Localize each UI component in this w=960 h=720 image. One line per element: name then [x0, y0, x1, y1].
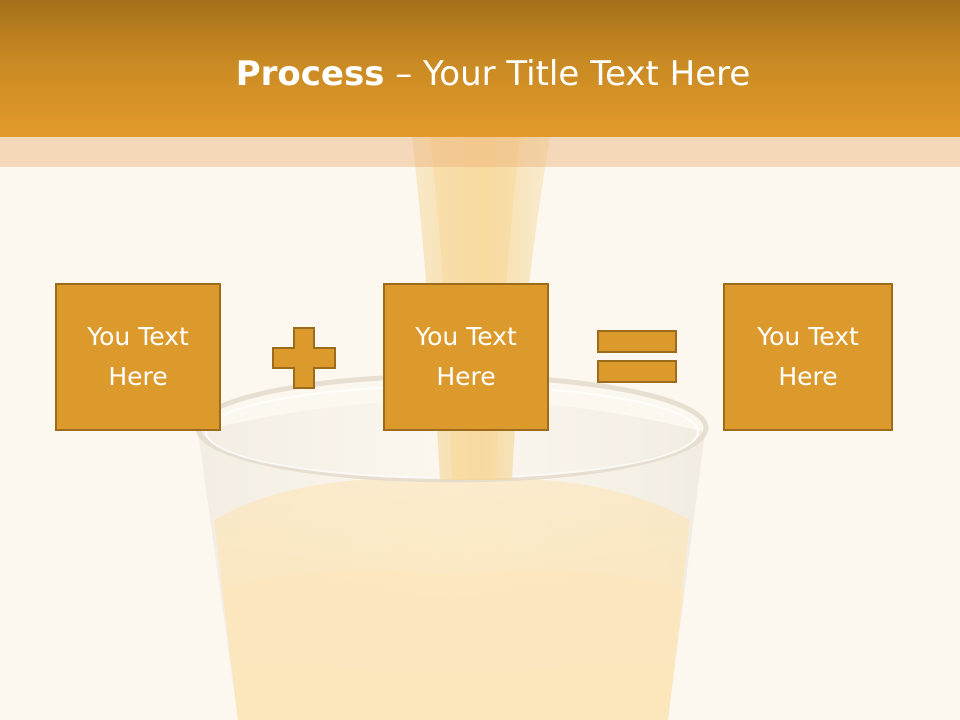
process-box-1-text: You Text Here: [87, 317, 189, 397]
box-line-1: You Text: [87, 322, 189, 351]
box-line-1: You Text: [757, 322, 859, 351]
process-box-3-text: You Text Here: [757, 317, 859, 397]
box-line-2: Here: [778, 362, 838, 391]
slide-title: Process – Your Title Text Here: [0, 52, 960, 96]
title-bold: Process: [235, 54, 385, 94]
process-box-2[interactable]: You Text Here: [383, 283, 549, 431]
header-accent-strip: [0, 137, 960, 167]
title-rest: – Your Title Text Here: [384, 54, 751, 94]
box-line-1: You Text: [415, 322, 517, 351]
process-box-3[interactable]: You Text Here: [723, 283, 893, 431]
box-line-2: Here: [108, 362, 168, 391]
box-line-2: Here: [436, 362, 496, 391]
process-box-2-text: You Text Here: [415, 317, 517, 397]
equals-icon: [597, 330, 677, 383]
plus-icon: [272, 327, 336, 389]
title-bar: Process – Your Title Text Here: [0, 0, 960, 137]
process-box-1[interactable]: You Text Here: [55, 283, 221, 431]
